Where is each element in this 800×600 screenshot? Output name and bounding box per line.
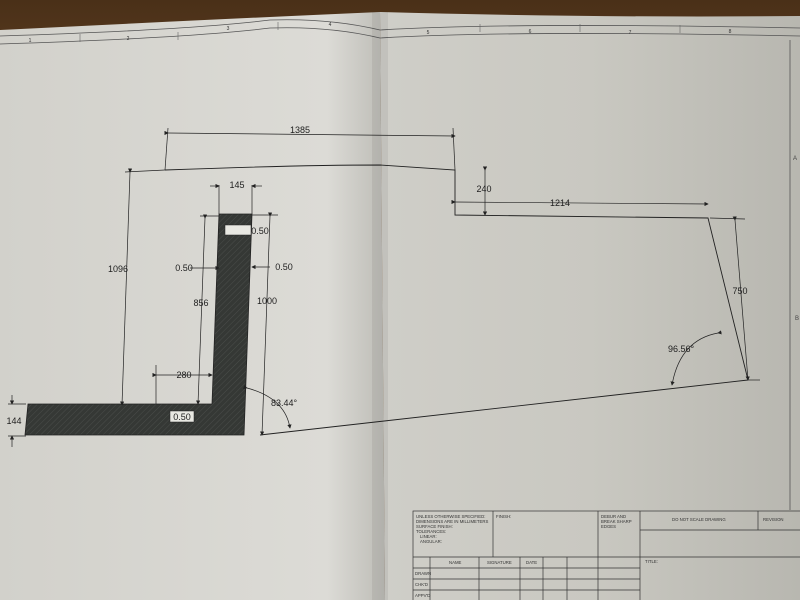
dim-upright-width: 145 xyxy=(229,180,244,190)
tb-title: TITLE: xyxy=(645,559,658,564)
zone-label-1: 1 xyxy=(29,38,32,44)
zone-label-6: 6 xyxy=(529,29,532,35)
dim-wall-left: 0.50 xyxy=(175,263,193,273)
dim-base-thickness: 144 xyxy=(6,416,21,426)
dim-upright-inner-height: 856 xyxy=(193,298,208,308)
zone-label-2: 2 xyxy=(127,36,130,42)
dim-wall-base: 0.50 xyxy=(173,412,191,422)
dim-upright-outer-height: 1000 xyxy=(257,296,277,306)
zone-label-8: 8 xyxy=(729,29,732,35)
zone-border xyxy=(0,19,800,510)
tb-finish: FINISH: xyxy=(496,514,511,519)
dim-step-height: 240 xyxy=(476,184,491,194)
paper-left-page xyxy=(0,12,385,600)
tb-row-checked: CHK'D xyxy=(415,582,428,587)
dim-angle-left: 83.44° xyxy=(271,398,298,408)
tb-deburr-3: EDGES xyxy=(601,524,616,529)
paper-right-page xyxy=(380,12,800,600)
dim-wall-right: 0.50 xyxy=(275,262,293,272)
tb-col-date: DATE xyxy=(526,560,537,565)
part-outline xyxy=(164,164,749,436)
tb-note-2: DIMENSIONS ARE IN MILLIMETERS xyxy=(416,519,488,524)
title-block xyxy=(412,510,800,600)
tb-deburr-2: BREAK SHARP xyxy=(601,519,632,524)
tb-revision: REVISION xyxy=(763,517,784,522)
tb-col-signature: SIGNATURE xyxy=(487,560,512,565)
dim-right-height: 750 xyxy=(732,286,747,296)
tb-col-name: NAME xyxy=(449,560,462,565)
zone-label-b: B xyxy=(795,316,799,322)
tb-note-4: TOLERANCES: xyxy=(416,529,446,534)
dim-base-gap: 280 xyxy=(176,370,191,380)
tb-note-1: UNLESS OTHERWISE SPECIFIED: xyxy=(416,514,485,519)
zone-label-3: 3 xyxy=(227,26,230,32)
zone-label-7: 7 xyxy=(629,30,632,36)
tb-row-drawn: DRAWN xyxy=(415,571,431,576)
tb-do-not-scale: DO NOT SCALE DRAWING xyxy=(672,517,726,522)
dim-angle-right: 96.56° xyxy=(668,344,695,354)
dim-wall-top: 0.50 xyxy=(251,226,269,236)
tb-note-6: ANGULAR: xyxy=(420,539,442,544)
tb-deburr-1: DEBUR AND xyxy=(601,514,626,519)
tb-note-5: LINEAR: xyxy=(420,534,437,539)
dim-right-width: 1214 xyxy=(550,198,570,208)
zone-label-5: 5 xyxy=(427,30,430,36)
zone-label-a: A xyxy=(793,156,797,162)
page-fold xyxy=(372,12,388,600)
tb-note-3: SURFACE FINISH: xyxy=(416,524,453,529)
dim-overall-height: 1096 xyxy=(108,264,128,274)
dim-overall-width: 1385 xyxy=(290,125,310,135)
tb-row-approved: APPV'D xyxy=(415,593,430,598)
zone-label-4: 4 xyxy=(329,22,332,28)
